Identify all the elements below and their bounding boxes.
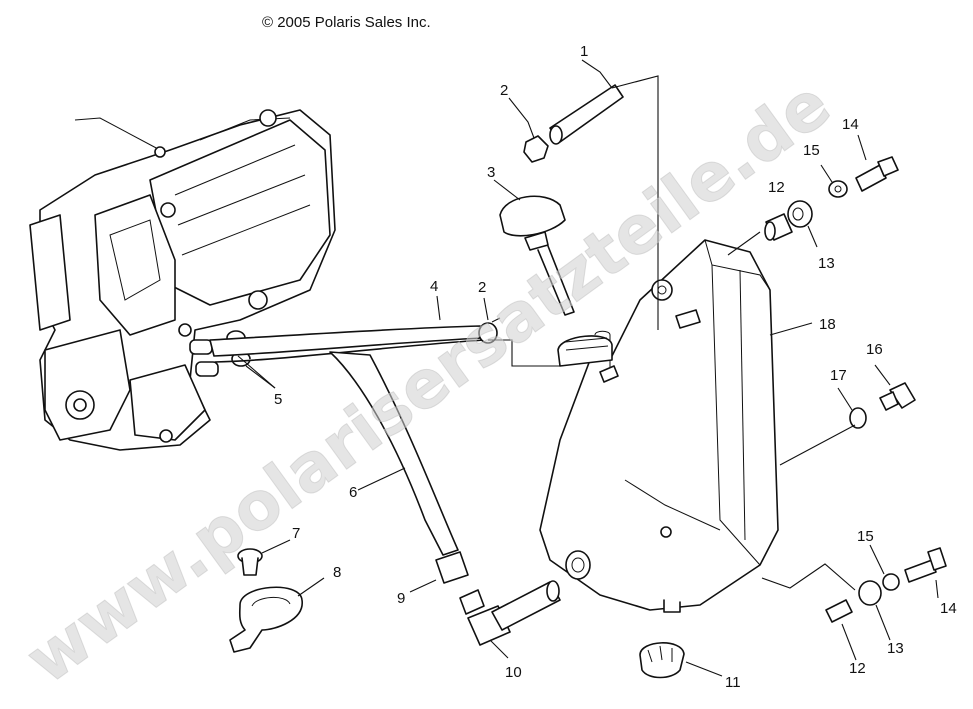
- leader-lines: [237, 59, 939, 677]
- washer-17: [849, 407, 867, 429]
- lower-hardware: [825, 547, 947, 623]
- callout-11: 11: [725, 674, 741, 691]
- callout-14-top: 14: [842, 116, 859, 133]
- hose-clamp-9: [435, 551, 469, 584]
- dipstick-3: [499, 195, 575, 316]
- callout-13-top: 13: [818, 255, 835, 272]
- hose-clamp-2b: [478, 317, 501, 344]
- callout-17: 17: [830, 367, 847, 384]
- engine-assembly: [29, 109, 336, 451]
- washer-15: [828, 180, 848, 198]
- callout-9: 9: [397, 590, 405, 607]
- callout-12-top: 12: [768, 179, 785, 196]
- callout-14-bottom: 14: [940, 600, 957, 617]
- bolt-14: [855, 156, 899, 192]
- callout-10: 10: [505, 664, 522, 681]
- grommet-13: [787, 200, 813, 228]
- copyright-notice: © 2005 Polaris Sales Inc.: [262, 14, 431, 31]
- callout-18: 18: [819, 316, 836, 333]
- callout-16: 16: [866, 341, 883, 358]
- callout-2-mid: 2: [478, 279, 486, 296]
- drain-cap-11: [639, 642, 685, 679]
- callout-5: 5: [274, 391, 282, 408]
- oil-hose-6: [329, 351, 459, 556]
- oil-tank-18: [539, 239, 779, 613]
- bushing-12: [764, 213, 793, 241]
- clamp-bracket-8: [229, 586, 303, 653]
- oil-hose-4: [209, 325, 486, 363]
- callout-13-bottom: 13: [887, 640, 904, 657]
- callout-6: 6: [349, 484, 357, 501]
- callout-1: 1: [580, 43, 588, 60]
- callout-12-bottom: 12: [849, 660, 866, 677]
- callout-15-top: 15: [803, 142, 820, 159]
- callout-numbers: 1 2 3 12 15 14 13 4 2 18 5 16 17 6 7 8 9…: [274, 43, 957, 691]
- callout-3: 3: [487, 164, 495, 181]
- vent-pipe-1: [549, 84, 624, 145]
- callout-2-top: 2: [500, 82, 508, 99]
- callout-8: 8: [333, 564, 341, 581]
- callout-4: 4: [430, 278, 438, 295]
- callout-15-bottom: 15: [857, 528, 874, 545]
- elbow-fitting-10: [459, 580, 561, 646]
- nut-2: [523, 135, 549, 163]
- callout-7: 7: [292, 525, 300, 542]
- bolt-7: [237, 548, 263, 576]
- sensor-16: [879, 382, 916, 411]
